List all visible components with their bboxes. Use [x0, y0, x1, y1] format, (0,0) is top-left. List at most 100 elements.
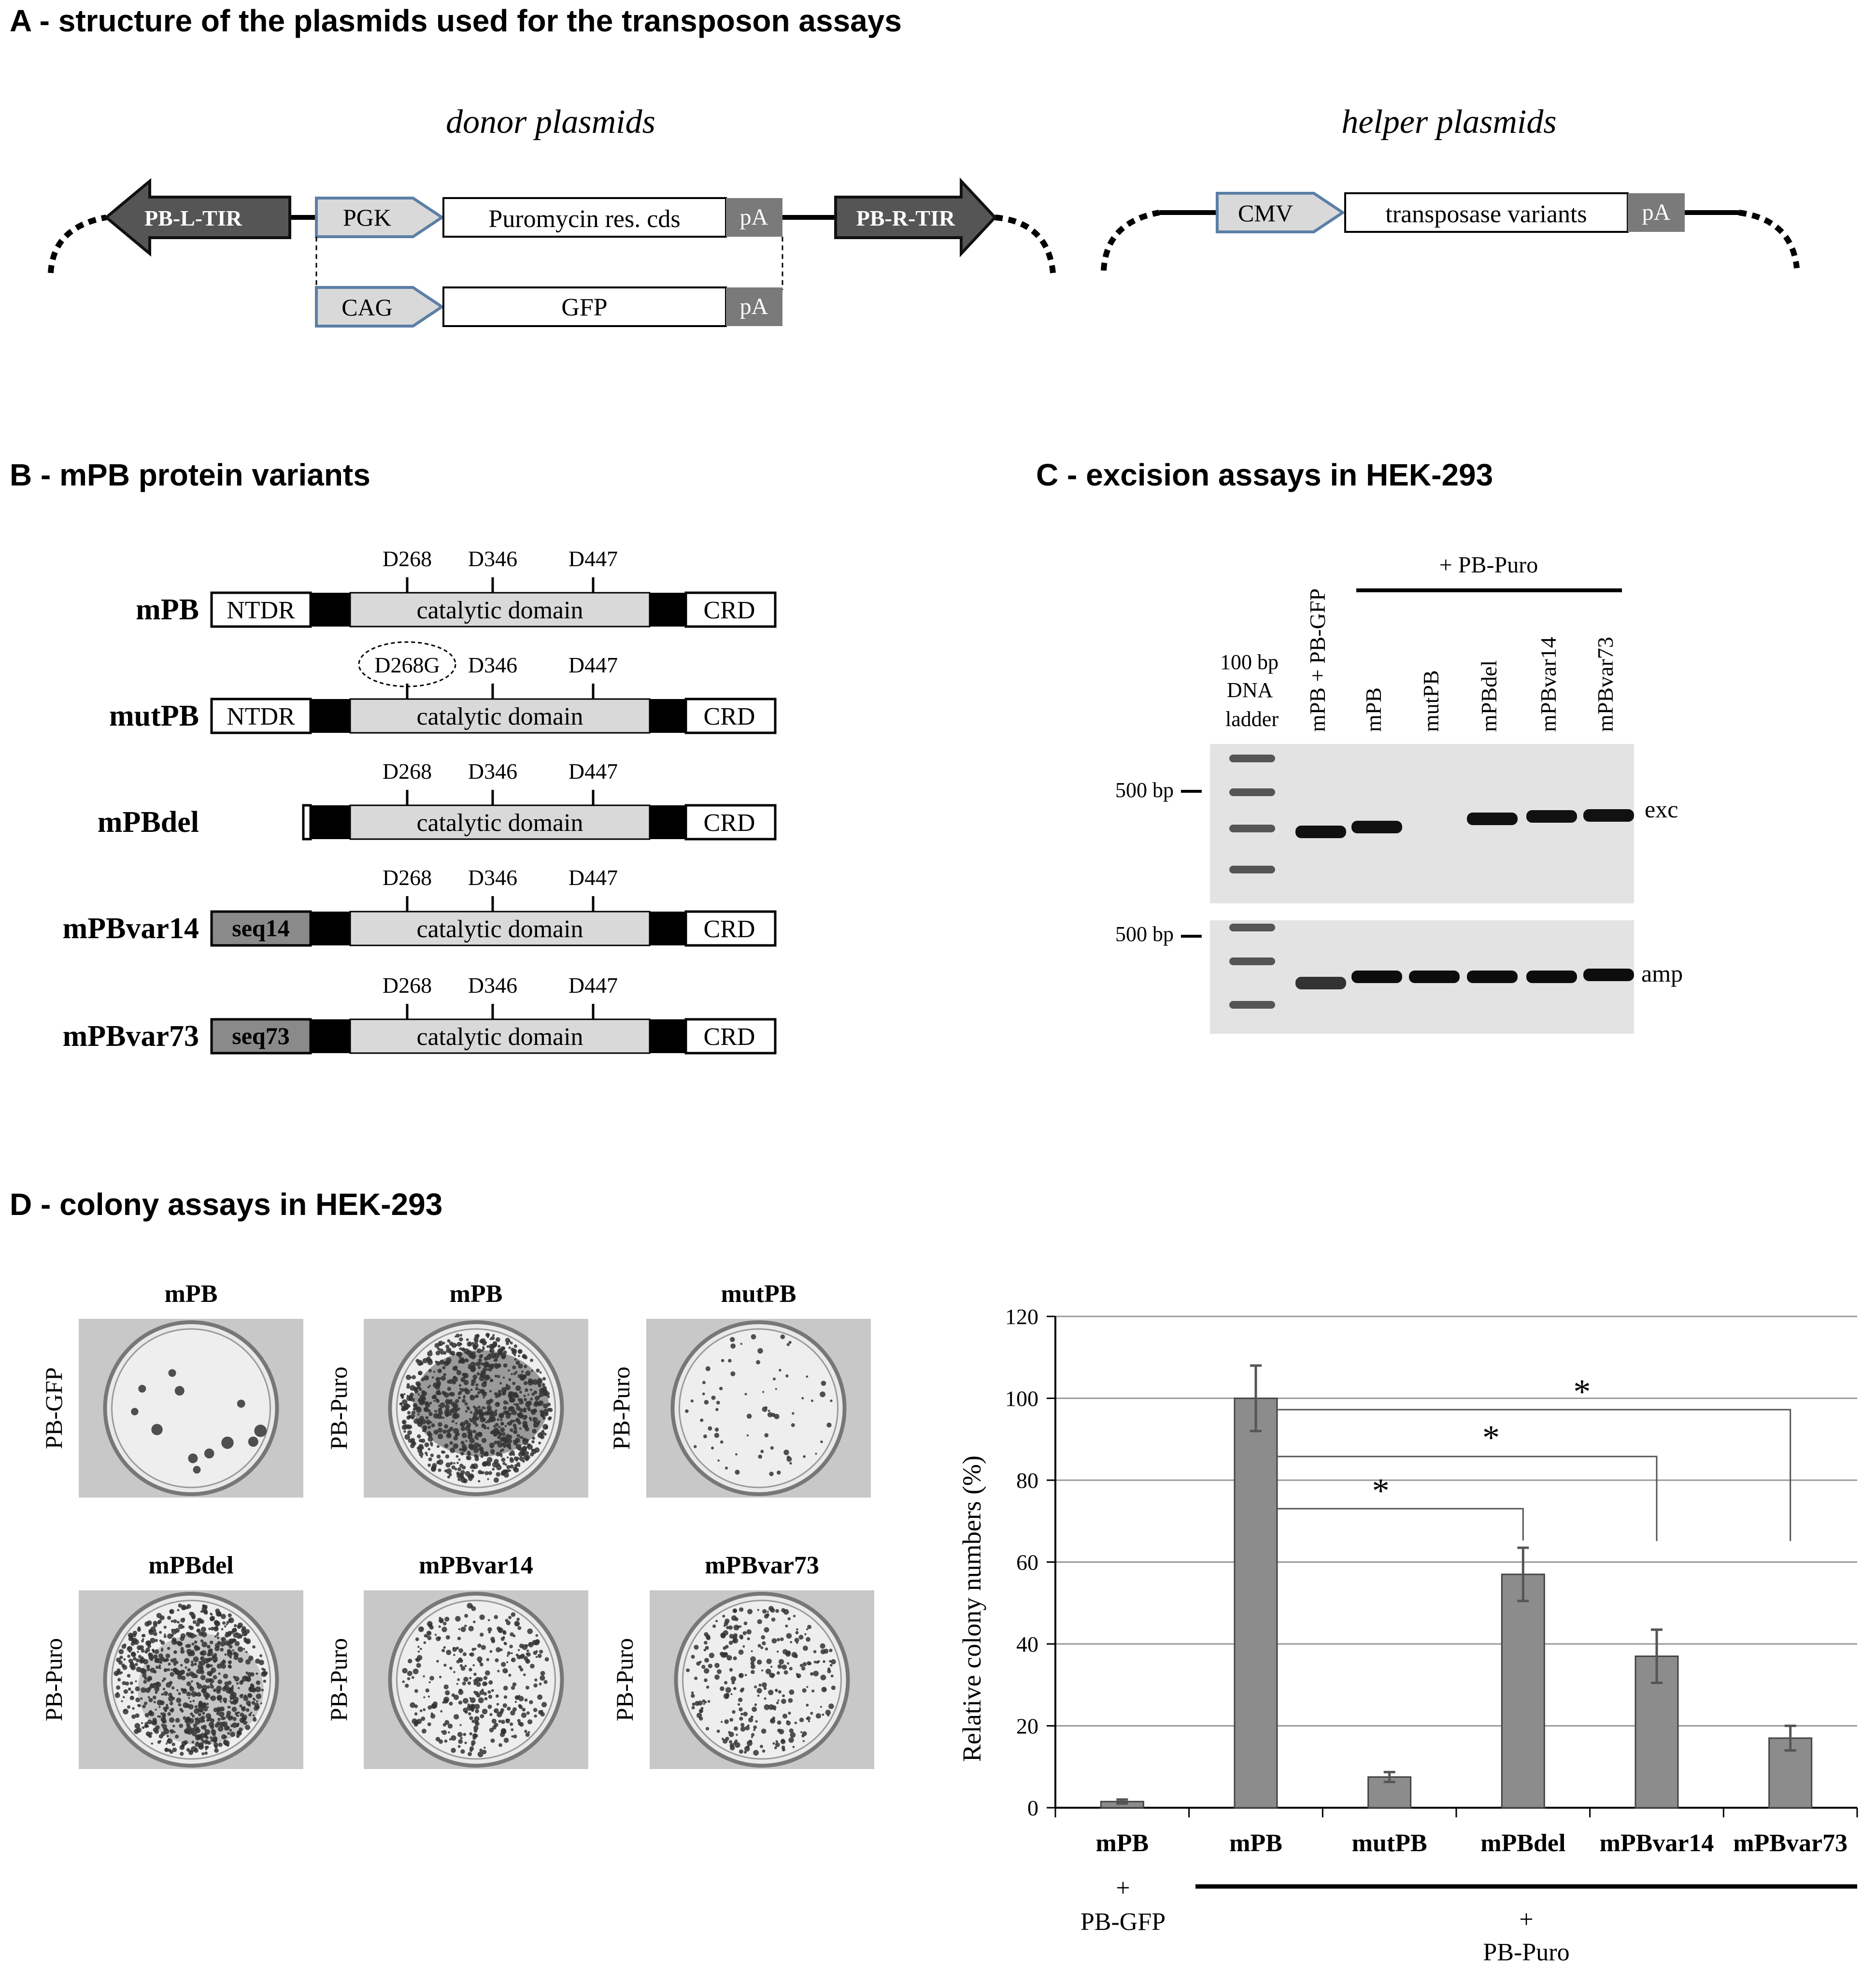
ladder-band: [1229, 866, 1275, 873]
lane-label: mPBvar73: [1593, 637, 1618, 732]
ladder-label: 100 bp DNA ladder: [1220, 650, 1284, 731]
catalytic-domain: [349, 911, 651, 946]
catalytic-domain: [349, 1018, 651, 1054]
significance-star: *: [1482, 1418, 1500, 1457]
y-tick-label: 60: [1016, 1550, 1038, 1575]
category-label: mutPB: [1352, 1829, 1427, 1857]
pa-block-1: [726, 198, 782, 237]
pa-label-3: pA: [1642, 200, 1671, 225]
colony-bar-chart: Relative colony numbers (%) 020406080100…: [957, 1304, 1858, 1966]
linker-block: [311, 912, 350, 945]
catalytic-label: catalytic domain: [416, 703, 583, 730]
crd-box: [684, 804, 777, 841]
seq-label: seq14: [232, 914, 289, 942]
mutation-highlight: [358, 641, 456, 687]
lane-label: mPBdel: [1477, 660, 1501, 732]
significance-bracket: [1277, 1456, 1658, 1541]
category-label: mPB: [1229, 1829, 1282, 1857]
seq-box: [210, 910, 312, 947]
catalytic-label: catalytic domain: [416, 597, 583, 624]
pb-puro-label: PB-Puro: [1483, 1939, 1569, 1966]
active-site-label: D447: [568, 546, 618, 571]
lane-label: mPB: [1361, 687, 1386, 732]
significance-bracket: [1277, 1409, 1791, 1541]
crd-label: CRD: [704, 1023, 755, 1051]
active-site-label: D346: [468, 759, 517, 784]
category-label: mPBvar14: [1600, 1829, 1714, 1857]
y-tick-label: 120: [1005, 1304, 1038, 1329]
lane-label: mutPB: [1419, 670, 1443, 732]
catalytic-domain: [349, 592, 651, 628]
ntdr-box: [210, 698, 312, 734]
variant-name: mutPB: [109, 700, 199, 732]
plus-gfp: +: [1116, 1874, 1130, 1902]
pb-r-tir-arrow: [834, 177, 997, 257]
lane-label: mPB + PB-GFP: [1305, 588, 1330, 732]
lane-label: mPBvar14: [1536, 637, 1561, 732]
exc-band: [1467, 813, 1518, 825]
gfp-label: GFP: [561, 294, 607, 321]
pa-block-2: [726, 287, 782, 326]
amp-band: [1467, 971, 1518, 983]
cag-label: CAG: [341, 294, 393, 321]
exc-band: [1351, 821, 1402, 833]
y-tick-label: 40: [1016, 1632, 1038, 1657]
linker-block: [311, 699, 350, 733]
pb-l-tir-arrow: [104, 178, 291, 257]
exc-label: exc: [1645, 796, 1678, 823]
catalytic-domain: [349, 804, 651, 840]
amp-band: [1526, 971, 1577, 983]
pb-gfp-label: PB-GFP: [1080, 1908, 1165, 1936]
amp-band: [1351, 971, 1402, 983]
transposase-label: transposase variants: [1385, 200, 1587, 228]
pa-label-1: pA: [740, 204, 768, 230]
ladder-band: [1229, 825, 1275, 832]
gel-image: 100 bp DNA ladder + PB-Puro mPB + PB-GFP…: [1115, 552, 1683, 1034]
y-tick-label: 80: [1016, 1468, 1038, 1493]
catalytic-label: catalytic domain: [416, 915, 583, 943]
active-site-label: D346: [468, 865, 517, 890]
panel-c-title: C - excision assays in HEK-293: [1036, 457, 1493, 492]
linker-block: [311, 1019, 350, 1053]
plate-side-label: PB-Puro: [608, 1367, 635, 1450]
seq-box: [210, 1018, 312, 1055]
panel-a-title: A - structure of the plasmids used for t…: [10, 3, 902, 38]
donor-heading: donor plasmids: [446, 103, 655, 141]
donor-plasmid-diagram: PB-L-TIR PB-R-TIR PGK Puromycin res. cds…: [48, 177, 1056, 328]
category-label: mPB: [1095, 1829, 1149, 1857]
significance-star: *: [1573, 1372, 1591, 1411]
plate-side-label: PB-GFP: [40, 1367, 67, 1449]
plus-puro-label: + PB-Puro: [1439, 552, 1538, 578]
transposase-cds: [1344, 192, 1629, 233]
pb-l-tir-label: PB-L-TIR: [144, 206, 242, 230]
category-label: mPBdel: [1480, 1829, 1565, 1857]
ladder-band: [1229, 1001, 1275, 1009]
plate-side-label: PB-Puro: [325, 1638, 352, 1721]
pgk-promoter: [315, 197, 445, 238]
pgk-label: PGK: [343, 204, 391, 231]
plate-title: mPBdel: [148, 1552, 233, 1579]
helper-plasmid-diagram: CMV transposase variants pA: [1101, 192, 1800, 271]
active-site-label: D447: [568, 865, 618, 890]
crd-label: CRD: [704, 809, 755, 837]
bar-2: [1234, 1398, 1278, 1809]
pb-r-tir-label: PB-R-TIR: [856, 206, 955, 230]
exc-band: [1583, 809, 1634, 822]
cmv-promoter: [1216, 192, 1346, 233]
ntdr-label: NTDR: [227, 703, 295, 730]
variant-name: mPB: [136, 593, 199, 626]
linker-block: [311, 805, 350, 839]
cmv-label: CMV: [1238, 200, 1293, 227]
panel-b-title: B - mPB protein variants: [10, 457, 370, 492]
y-tick-label: 0: [1027, 1796, 1038, 1820]
exc-band: [1295, 826, 1346, 838]
